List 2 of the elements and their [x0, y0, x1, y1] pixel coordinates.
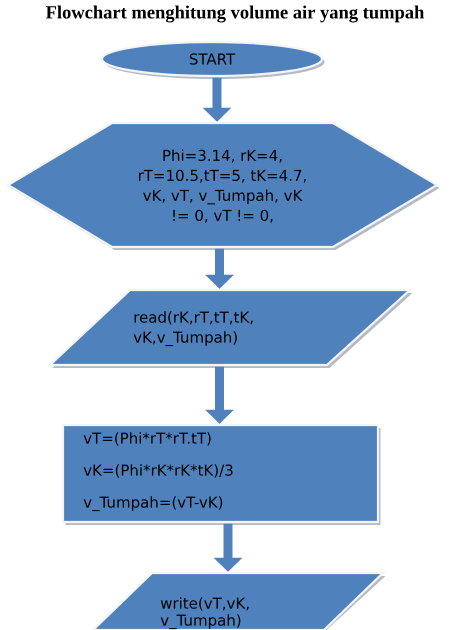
process-box: vT=(Phi*rT*rT.tT) vK=(Phi*rK*rK*tK)/3 v_Tumpah=(vT-vK): [62, 424, 380, 525]
title: Flowchart menghitung volume air yang tumpah: [46, 6, 424, 22]
